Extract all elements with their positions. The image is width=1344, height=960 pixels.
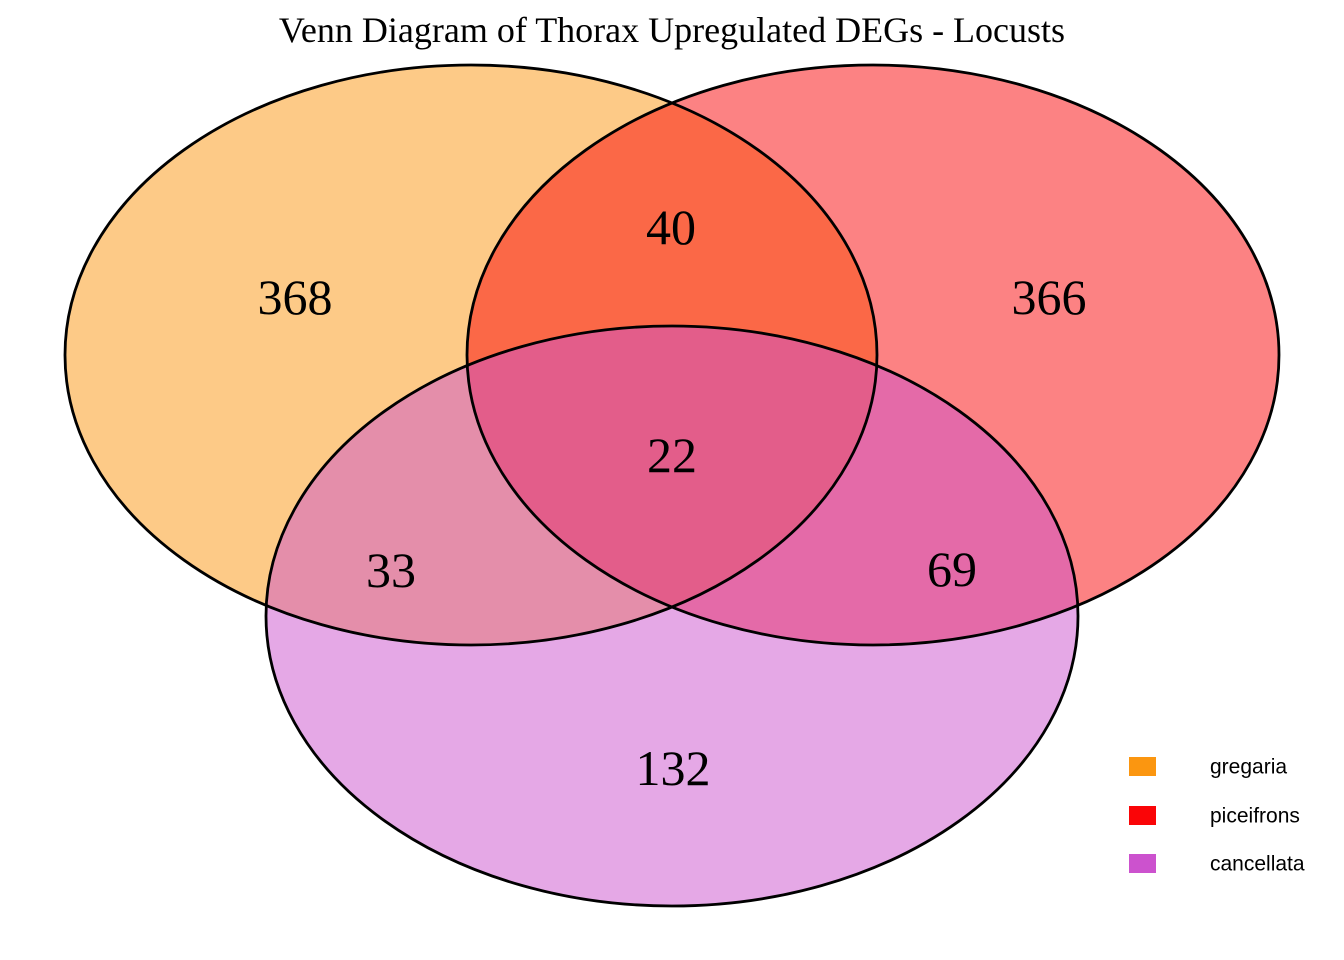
region-count-gregaria-cancellata: 33: [366, 542, 416, 598]
region-count-piceifrons-cancellata: 69: [927, 541, 977, 597]
legend-item-cancellata: cancellata: [1129, 853, 1305, 876]
venn-outlines: [63, 63, 1281, 908]
region-count-gregaria-only: 368: [258, 269, 333, 325]
legend: gregaria piceifrons cancellata: [1129, 756, 1305, 876]
legend-label-gregaria: gregaria: [1210, 756, 1287, 779]
cancellata-ellipse-fill: [266, 326, 1078, 906]
region-count-all-three: 22: [647, 427, 697, 483]
chart-title: Venn Diagram of Thorax Upregulated DEGs …: [279, 10, 1065, 50]
venn-fills: [65, 65, 1279, 906]
legend-swatch-piceifrons: [1129, 806, 1156, 825]
legend-swatch-cancellata: [1129, 854, 1156, 873]
gregaria-ellipse-outline: [63, 63, 879, 647]
cancellata-ellipse-outline: [264, 324, 1080, 908]
piceifrons-ellipse-outline: [465, 63, 1281, 647]
legend-swatch-gregaria: [1129, 757, 1156, 776]
region-counts: 368 366 40 22 33 69 132: [258, 199, 1087, 796]
region-count-gregaria-piceifrons: 40: [646, 199, 696, 255]
legend-item-piceifrons: piceifrons: [1129, 805, 1300, 828]
legend-item-gregaria: gregaria: [1129, 756, 1287, 779]
region-count-piceifrons-only: 366: [1012, 269, 1087, 325]
legend-label-piceifrons: piceifrons: [1210, 805, 1300, 828]
legend-label-cancellata: cancellata: [1210, 853, 1305, 876]
region-count-cancellata-only: 132: [636, 740, 711, 796]
